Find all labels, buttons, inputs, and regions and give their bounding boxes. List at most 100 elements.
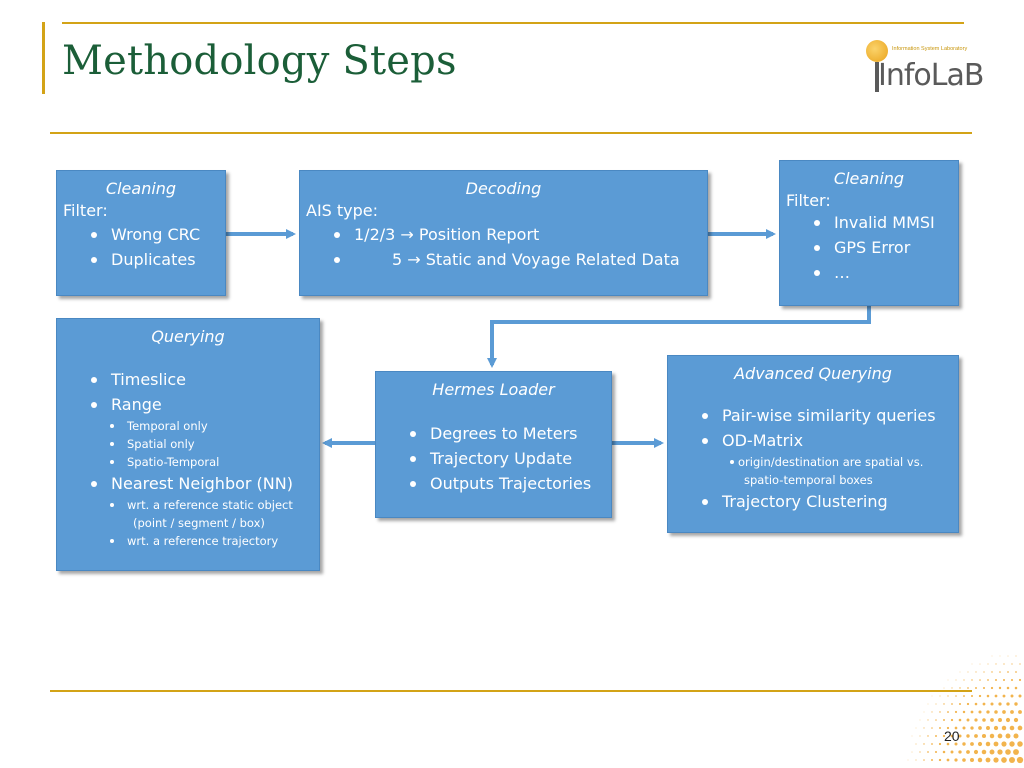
halftone-dot [966,702,970,706]
halftone-dot [942,734,946,738]
halftone-dot [986,694,990,698]
halftone-dot [911,751,913,753]
halftone-dot [979,663,981,665]
halftone-dot [915,727,917,729]
halftone-dot [1008,756,1016,764]
header-divider [50,132,972,134]
bullet-icon [410,456,416,462]
halftone-dot [1015,655,1017,657]
logo-tagline: Information System Laboratory [892,46,968,52]
halftone-dot [1005,733,1011,739]
list-item: Spatial only [63,435,319,453]
halftone-dot [938,742,942,746]
list-item: wrt. a reference trajectory [63,532,319,550]
advanced-querying-list: Pair-wise similarity queries OD-Matrix o… [674,403,958,514]
list-item: (point / segment / box) [133,516,265,530]
halftone-dot [1018,678,1022,682]
bullet-icon [814,270,820,276]
halftone-dot [979,679,981,681]
halftone-dot [963,679,965,681]
bullet-icon [410,431,416,437]
halftone-dot [1005,717,1011,723]
halftone-dot [931,743,933,745]
halftone-dot [1014,702,1018,706]
halftone-dot [986,726,990,730]
halftone-dot [987,663,989,665]
bullet-icon [334,257,340,263]
halftone-dot [1001,725,1007,731]
list-item: Timeslice [63,367,319,392]
halftone-dot [951,687,953,689]
halftone-dot [985,757,991,763]
halftone-dot [938,758,942,762]
halftone-dot [950,750,954,754]
halftone-dot [919,719,921,721]
halftone-dot [931,727,933,729]
halftone-dot [986,710,990,714]
halftone-dot [923,711,925,713]
halftone-dot [971,663,973,665]
halftone-dot [919,735,921,737]
list-item: Outputs Trajectories [382,471,611,496]
halftone-dot [1010,710,1014,714]
halftone-dot [1018,710,1022,714]
list-item: Pair-wise similarity queries [674,403,958,428]
halftone-dot [977,741,983,747]
halftone-dot [978,710,982,714]
halftone-dot [923,743,925,745]
halftone-dot [939,711,941,713]
title-accent-bar [42,22,45,94]
halftone-dot [982,718,986,722]
logo-stick [875,62,879,92]
halftone-dot [995,679,997,681]
cleaning-secondary-filter-label: Filter: [786,191,831,210]
cleaning-heading: Cleaning [105,179,177,198]
bullet-icon [334,232,340,238]
halftone-dot [954,710,958,714]
halftone-dot [950,718,954,722]
halftone-dot [943,703,945,705]
arrow-cleaning2-to-hermes [487,306,871,368]
cleaning-filter-label: Filter: [63,201,108,220]
halftone-dot [970,742,974,746]
halftone-dot [1013,749,1019,755]
halftone-dot [993,725,999,731]
halftone-dot [998,686,1002,690]
halftone-dot [987,679,989,681]
list-item: Spatio-Temporal [63,453,319,471]
halftone-dot [994,710,998,714]
hermes-loader-heading: Hermes Loader [432,380,555,399]
cleaning-secondary-list: Invalid MMSI GPS Error … [786,210,958,285]
halftone-dot [966,750,970,754]
halftone-dot [954,726,958,730]
querying-heading: Querying [151,327,225,346]
halftone-dot [943,719,945,721]
halftone-dot [1011,663,1013,665]
bullet-icon [410,481,416,487]
halftone-dot [950,734,954,738]
halftone-dot [975,687,977,689]
halftone-dot [982,686,986,690]
halftone-dot [927,703,929,705]
bullet-icon [814,245,820,251]
halftone-dot [1006,686,1010,690]
halftone-dot [959,687,961,689]
halftone-dot [991,655,993,657]
page-number: 20 [944,728,960,744]
halftone-dot [959,671,961,673]
list-item: … [786,260,958,285]
bullet-icon [91,402,97,408]
halftone-dot [967,687,969,689]
halftone-dot [989,733,995,739]
halftone-dot [998,702,1002,706]
halftone-dot [989,749,995,755]
halftone-dot [931,711,933,713]
halftone-dot [1013,733,1019,739]
list-item: Trajectory Clustering [674,489,958,514]
halftone-dot [993,757,999,763]
bullet-icon [110,539,114,543]
halftone-dot [1018,694,1022,698]
halftone-dot [993,741,999,747]
querying-box: Querying Timeslice Range Temporal only S… [56,318,320,571]
halftone-dot [947,679,949,681]
